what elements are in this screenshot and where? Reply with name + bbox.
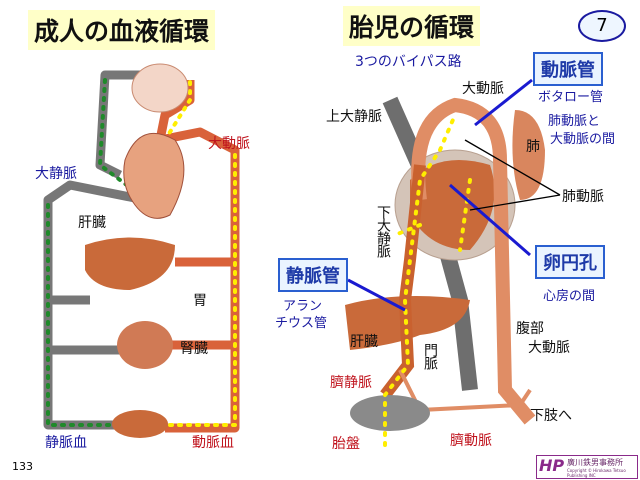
logo-copyright: Copyright © Hirokawa Tetsuo Publishing I…	[567, 468, 626, 478]
label-lung: 肺	[526, 139, 540, 155]
adult-heart	[123, 132, 185, 219]
label-svc: 上大静脈	[326, 109, 382, 125]
subtitle: 3つのバイパス路	[355, 54, 462, 70]
slide-number-badge: 7	[578, 10, 626, 42]
label-liver-adult: 肝臓	[78, 215, 106, 231]
bypass-ductus-sub: ボタロー管	[538, 90, 604, 105]
publisher-logo: HP 廣川鉄男事務所 Copyright © Hirokawa Tetsuo P…	[536, 455, 638, 479]
pointer-lines	[347, 78, 533, 312]
bypass-ductus-venosus: 静脈管	[278, 258, 348, 292]
right-title: 胎児の循環	[343, 6, 481, 46]
left-title: 成人の血液循環	[28, 10, 216, 50]
bypass-ductus-desc-2: 大動脈の間	[550, 132, 616, 147]
label-pulmonary-artery: 肺動脈	[562, 189, 604, 205]
fetal-aorta	[411, 97, 536, 425]
logo-name: 廣川鉄男事務所	[567, 458, 623, 467]
label-liver-fetal: 肝臓	[350, 334, 378, 350]
adult-kidney	[117, 321, 173, 369]
label-placenta: 胎盤	[332, 436, 360, 452]
fetal-umbilical-artery	[398, 369, 532, 413]
bypass-venosus-sub-1: アラン	[283, 299, 323, 314]
page-number: 133	[12, 460, 33, 473]
label-stomach: 胃	[193, 293, 207, 309]
adult-lungs	[131, 63, 189, 113]
label-kidney: 腎臓	[180, 341, 208, 357]
label-arterial-blood: 動脈血	[192, 435, 234, 451]
label-aorta-fetal: 大動脈	[462, 81, 504, 97]
label-portal-vein: 門脈	[422, 343, 438, 369]
fetal-oxygen-dots	[383, 113, 472, 447]
label-abdominal-1: 腹部	[516, 321, 544, 337]
label-venous-blood: 静脈血	[45, 435, 87, 451]
bypass-foramen-sub: 心房の間	[543, 289, 596, 304]
label-ivc: 下大静脈	[375, 205, 391, 257]
bypass-ductus-arteriosus: 動脈管	[533, 52, 603, 86]
fetal-heart	[410, 160, 495, 250]
fetal-lung	[512, 110, 545, 200]
bypass-foramen-ovale: 卵円孔	[535, 245, 605, 279]
label-vena-cava: 大静脈	[35, 166, 77, 182]
bypass-ductus-desc-1: 肺動脈と	[548, 114, 601, 129]
label-to-legs: 下肢へ	[530, 408, 572, 424]
adult-liver	[85, 237, 175, 290]
label-abdominal-2: 大動脈	[528, 340, 570, 356]
leader-lines	[464, 139, 561, 211]
label-umbilical-vein: 臍静脈	[330, 375, 372, 391]
label-umbilical-artery: 臍動脈	[450, 433, 492, 449]
bypass-venosus-sub-2: チウス管	[275, 316, 328, 331]
adult-capillary	[112, 410, 168, 438]
fetal-placenta	[350, 395, 430, 431]
label-aorta-adult: 大動脈	[208, 136, 250, 152]
